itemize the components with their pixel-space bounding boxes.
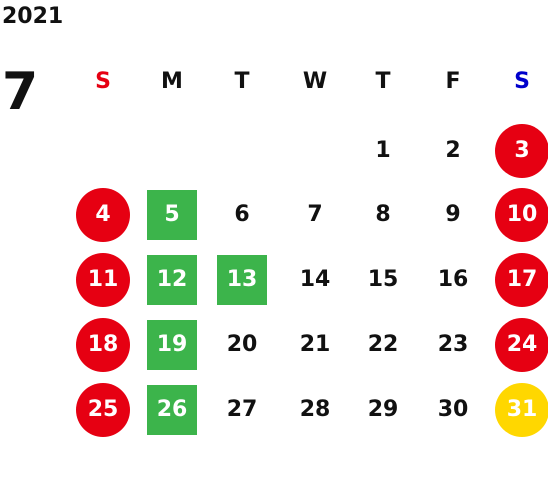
day-cell: 23 bbox=[437, 332, 469, 357]
day-cell: 30 bbox=[437, 397, 469, 422]
day-cell: 14 bbox=[299, 267, 331, 292]
day-cell: 26 bbox=[147, 385, 197, 435]
day-cell: 25 bbox=[76, 383, 130, 437]
day-cell: 31 bbox=[495, 383, 548, 437]
weekday-label: T bbox=[234, 69, 250, 94]
day-cell: 20 bbox=[226, 332, 258, 357]
weekday-label: S bbox=[95, 69, 111, 94]
weekday-label: T bbox=[375, 69, 391, 94]
day-cell: 9 bbox=[445, 202, 461, 227]
day-cell: 24 bbox=[495, 318, 548, 372]
day-cell: 19 bbox=[147, 320, 197, 370]
day-cell: 5 bbox=[147, 190, 197, 240]
day-cell: 18 bbox=[76, 318, 130, 372]
day-cell: 12 bbox=[147, 255, 197, 305]
day-cell: 13 bbox=[217, 255, 267, 305]
calendar-month: 7 bbox=[2, 62, 39, 122]
day-cell: 7 bbox=[307, 202, 323, 227]
day-cell: 29 bbox=[367, 397, 399, 422]
day-cell: 4 bbox=[76, 188, 130, 242]
day-cell: 1 bbox=[375, 138, 391, 163]
day-cell: 21 bbox=[299, 332, 331, 357]
day-cell: 17 bbox=[495, 253, 548, 307]
day-cell: 15 bbox=[367, 267, 399, 292]
day-cell: 6 bbox=[234, 202, 250, 227]
weekday-label: M bbox=[161, 69, 183, 94]
day-cell: 10 bbox=[495, 188, 548, 242]
weekday-label: W bbox=[302, 69, 328, 94]
weekday-label: F bbox=[445, 69, 461, 94]
day-cell: 8 bbox=[375, 202, 391, 227]
day-cell: 16 bbox=[437, 267, 469, 292]
day-cell: 2 bbox=[445, 138, 461, 163]
weekday-label: S bbox=[514, 69, 530, 94]
day-cell: 11 bbox=[76, 253, 130, 307]
day-cell: 28 bbox=[299, 397, 331, 422]
day-cell: 3 bbox=[495, 124, 548, 178]
day-cell: 22 bbox=[367, 332, 399, 357]
calendar-year: 2021 bbox=[2, 4, 64, 29]
day-cell: 27 bbox=[226, 397, 258, 422]
